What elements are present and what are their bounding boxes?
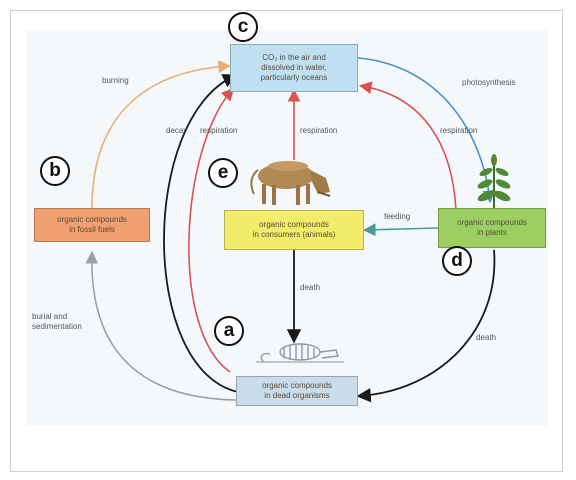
decay-arrow (163, 74, 239, 393)
death-middle-label: death (300, 283, 321, 292)
plants-box-line-2: in plants (477, 228, 507, 237)
fossil-box-line-2: in fossil fuels (69, 225, 115, 234)
dead-organisms-box: organic compounds in dead organisms (236, 376, 358, 406)
feeding-arrow (362, 223, 439, 237)
burial-label-line-2: sedimentation (32, 322, 82, 331)
air-box-line-2: dissolved in water, (261, 63, 327, 72)
respiration-plants-arrow (358, 81, 457, 211)
respiration-right-label: respiration (440, 126, 478, 135)
consumers-box-line-2: in consumers (animals) (252, 230, 336, 239)
air-box-line-1: CO₂ in the air and (262, 53, 326, 62)
feeding-label: feeding (384, 212, 411, 221)
burning-arrow (91, 60, 232, 209)
marker-b: b (40, 156, 70, 186)
marker-d: d (442, 246, 472, 276)
burial-arrow (85, 250, 237, 401)
respiration-middle-label: respiration (300, 126, 338, 135)
death-right-label: death (476, 333, 497, 342)
photosynthesis-label: photosynthesis (462, 78, 516, 87)
air-box-line-3: particularly oceans (260, 73, 328, 82)
plant-illustration (477, 154, 511, 210)
burial-label-line-1: burial and (32, 312, 68, 321)
plants-box: organic compounds in plants (438, 208, 546, 248)
dead-box-line-2: in dead organisms (264, 391, 330, 400)
plants-box-line-1: organic compounds (457, 218, 527, 227)
fossil-box-line-1: organic compounds (57, 215, 127, 224)
death-plants-arrow (356, 249, 496, 403)
marker-a: a (214, 316, 244, 346)
burning-label: burning (102, 76, 129, 85)
respiration-decomposers-arrow (188, 87, 235, 373)
dead-organisms-illustration (256, 343, 344, 363)
fossil-fuels-box: organic compounds in fossil fuels (34, 208, 150, 242)
consumers-box: organic compounds in consumers (animals) (224, 210, 364, 250)
dead-box-line-1: organic compounds (262, 381, 332, 390)
marker-c: c (228, 12, 258, 42)
respiration-left-label: respiration (200, 126, 238, 135)
air-co2-box: CO₂ in the air and dissolved in water, p… (230, 44, 358, 92)
marker-e: e (208, 158, 238, 188)
cow-illustration (250, 161, 331, 205)
decay-label: decay (166, 126, 188, 135)
consumers-box-line-1: organic compounds (259, 220, 329, 229)
